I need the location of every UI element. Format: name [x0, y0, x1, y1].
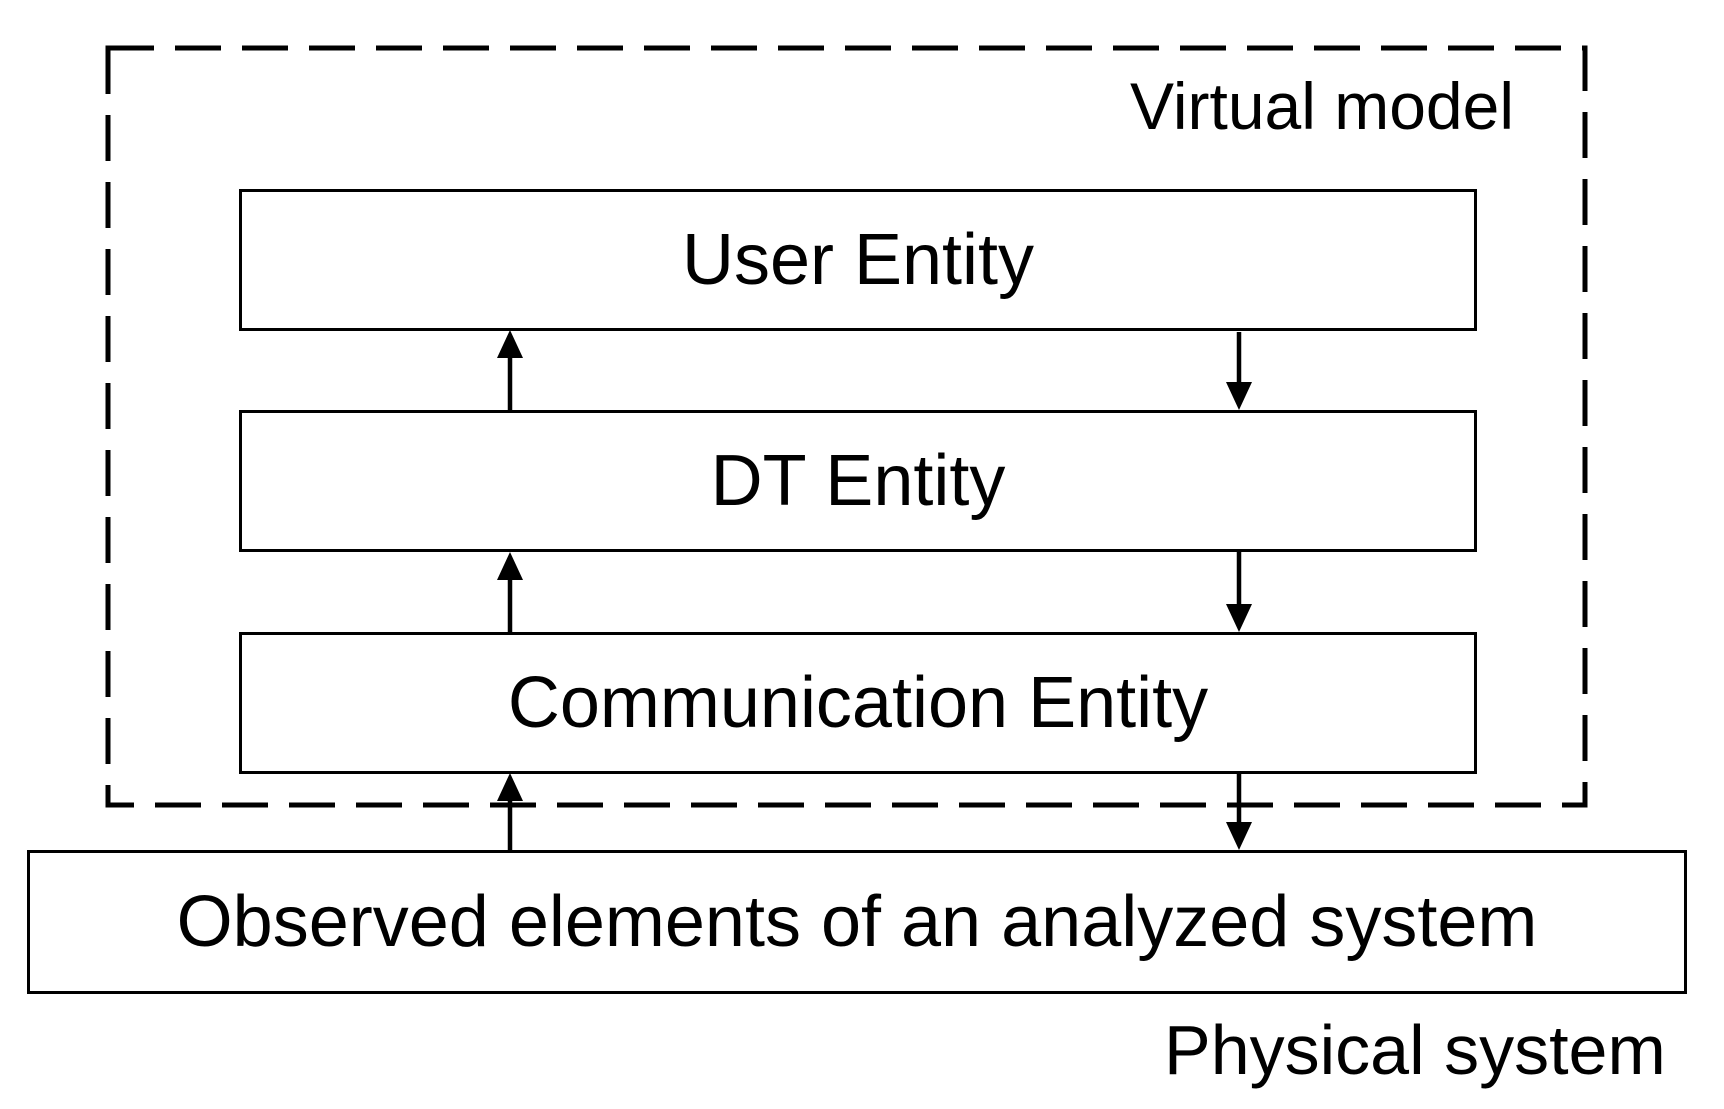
virtual-model-label: Virtual model — [1130, 69, 1514, 143]
user-entity-box: User Entity — [239, 189, 1477, 331]
communication-entity-box: Communication Entity — [239, 632, 1477, 774]
observed-elements-box: Observed elements of an analyzed system — [27, 850, 1687, 994]
observed-to-communication-up-arrow — [497, 773, 523, 850]
user-to-dt-down-arrow — [1226, 332, 1252, 410]
physical-system-label: Physical system — [1164, 1011, 1666, 1089]
communication-to-observed-down-arrow — [1226, 773, 1252, 850]
dt-to-user-up-arrow — [497, 330, 523, 410]
communication-to-dt-up-arrow — [497, 552, 523, 632]
dt-entity-box: DT Entity — [239, 410, 1477, 552]
dt-to-communication-down-arrow — [1226, 552, 1252, 632]
